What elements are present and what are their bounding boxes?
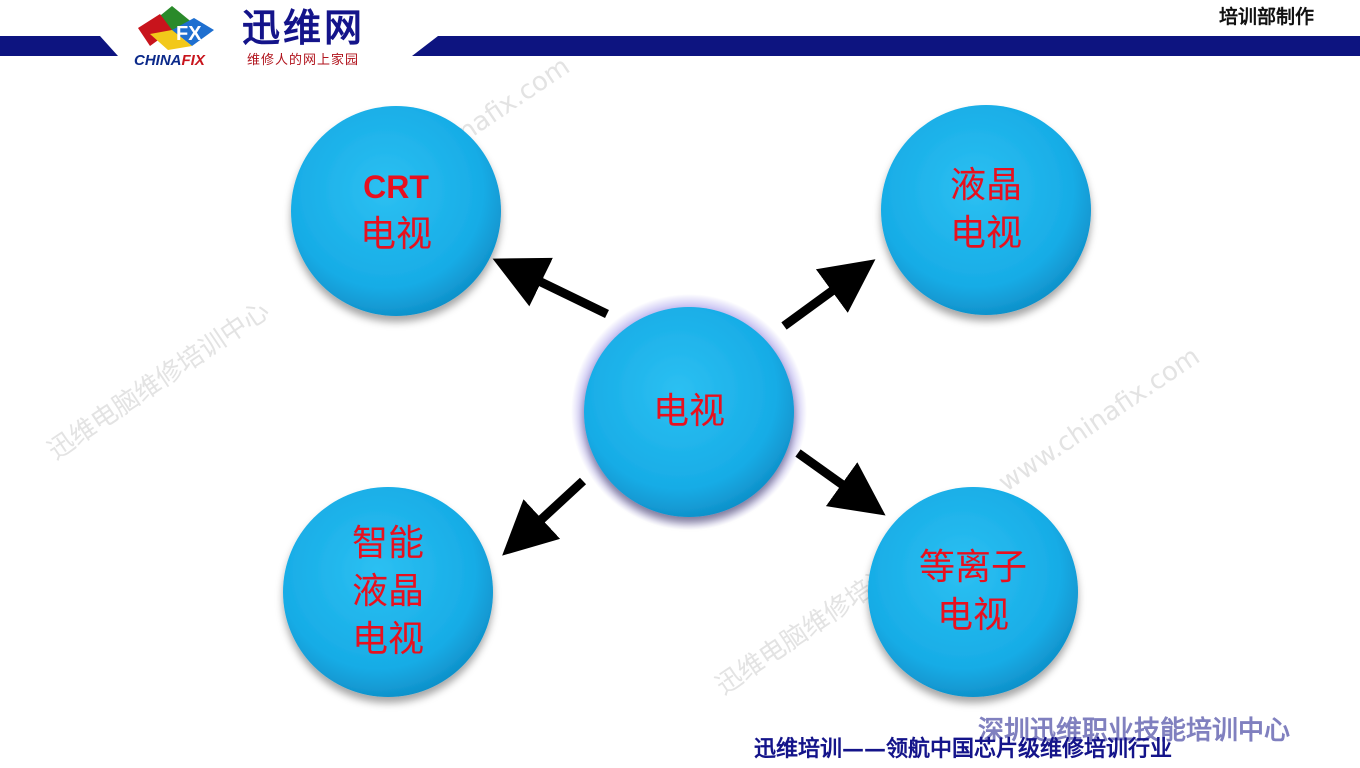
svg-text:FX: FX xyxy=(176,23,202,45)
smart-lcd-node-line2: 液晶 xyxy=(351,571,425,612)
smart-lcd-node-line1: 智能 xyxy=(351,523,425,564)
chinafix-logo-icon: FX xyxy=(138,6,214,50)
logo-tagline: 维修人的网上家园 xyxy=(247,53,360,68)
lcd-node-label: 液晶 电视 xyxy=(950,162,1022,258)
arrow-to-lcd xyxy=(781,259,876,330)
lcd-node-circle xyxy=(881,105,1091,315)
logo-title: 迅维网 xyxy=(242,5,366,50)
center-node-label: 电视 xyxy=(653,388,725,436)
logo-brand-china: CHINA xyxy=(134,52,182,69)
smart-lcd-node-label: 智能 液晶 电视 xyxy=(352,520,424,664)
arrow-to-crt xyxy=(492,257,609,319)
header-bar: FX xyxy=(0,6,1360,56)
crt-node-label: CRT 电视 xyxy=(360,163,432,259)
footer-slogan: 迅维培训——领航中国芯片级维修培训行业 xyxy=(754,736,1173,762)
footer-center-name: 深圳迅维职业技能培训中心 xyxy=(978,716,1291,746)
logo-brand-fix: FIX xyxy=(181,52,205,69)
lcd-node-line1: 液晶 xyxy=(949,165,1023,206)
plasma-node-line2: 电视 xyxy=(936,595,1010,636)
lcd-node-line2: 电视 xyxy=(949,213,1023,254)
center-node-circle xyxy=(584,307,794,517)
plasma-node-line1: 等离子 xyxy=(918,547,1028,588)
plasma-node-circle xyxy=(868,487,1078,697)
logo-brand: CHINAFIX xyxy=(134,53,205,69)
department-label: 培训部制作 xyxy=(1218,6,1314,28)
crt-node-line2: 电视 xyxy=(359,214,433,255)
plasma-node-label: 等离子 电视 xyxy=(919,544,1027,640)
smart-lcd-node-circle xyxy=(283,487,493,697)
smart-lcd-node-line3: 电视 xyxy=(351,619,425,660)
arrow-to-smart-lcd xyxy=(502,477,587,556)
crt-node-line1: CRT xyxy=(363,169,429,205)
crt-node-circle xyxy=(291,106,501,316)
center-node-text: 电视 xyxy=(652,391,726,432)
arrow-to-plasma xyxy=(795,449,886,516)
